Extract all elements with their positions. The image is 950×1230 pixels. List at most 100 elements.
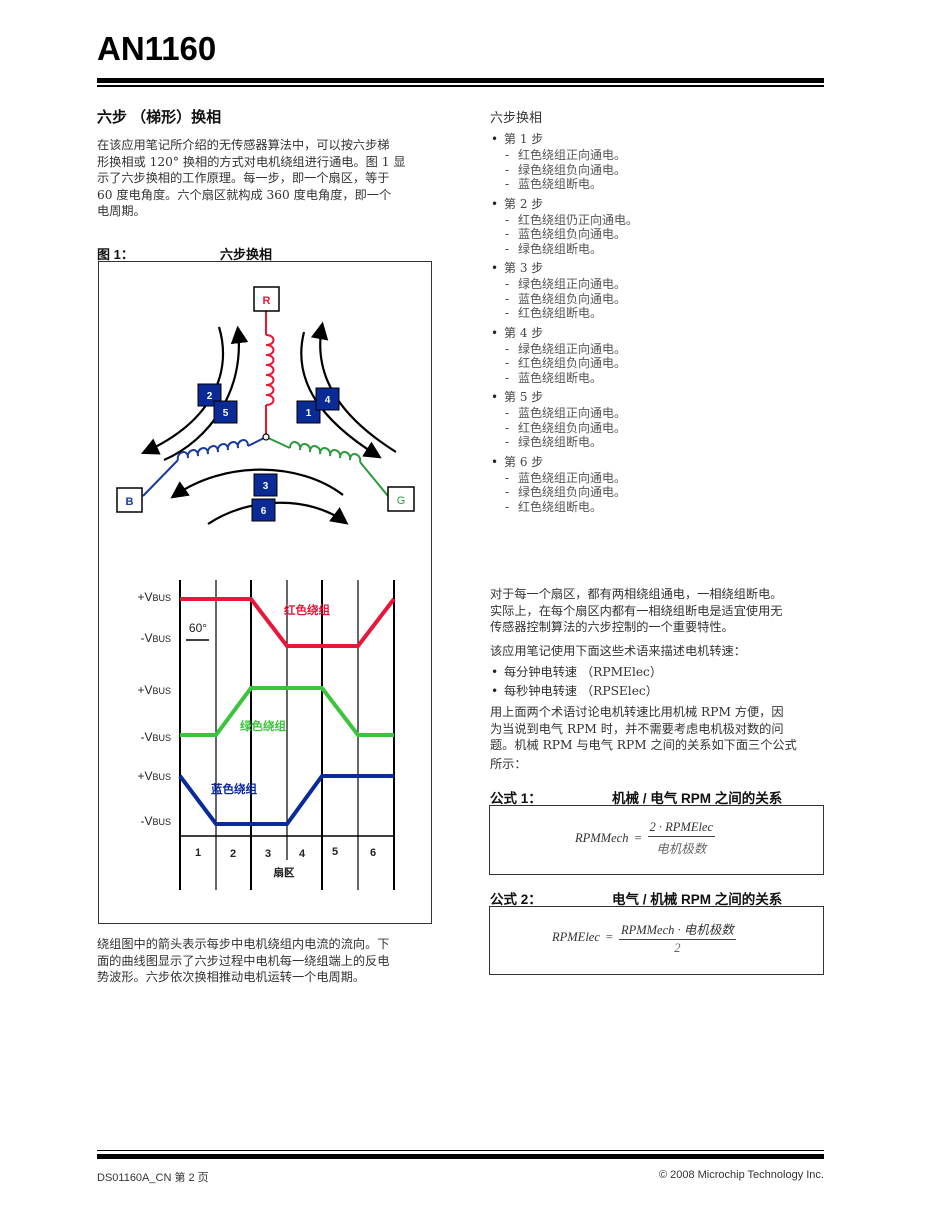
caption-line: 绕组图中的箭头表示每步中电机绕组内电流的流向。下: [97, 937, 390, 951]
svg-text:B: B: [126, 496, 134, 508]
step-item: 第 3 步 绿色绕组正向通电。 蓝色绕组负向通电。 红色绕组断电。: [490, 260, 830, 321]
steps-list-title: 六步换相: [490, 111, 543, 126]
step-item: 第 4 步 绿色绕组正向通电。 红色绕组负向通电。 蓝色绕组断电。: [490, 325, 830, 386]
figure-caption-paragraph: 绕组图中的箭头表示每步中电机绕组内电流的流向。下 面的曲线图显示了六步过程中电机…: [97, 936, 442, 986]
step-badge-3: 3: [253, 473, 278, 497]
equation-1-title: 机械 / 电气 RPM 之间的关系: [612, 791, 783, 806]
svg-text:60°: 60°: [189, 621, 207, 635]
step-detail: 红色绕组负向通电。: [504, 356, 830, 371]
step-detail: 红色绕组仍正向通电。: [504, 213, 830, 228]
equation-1-label: 公式 1：: [490, 791, 542, 806]
equation-lhs: RPMMech: [575, 831, 629, 845]
svg-text:4: 4: [299, 848, 306, 860]
step-item: 第 5 步 蓝色绕组正向通电。 红色绕组负向通电。 绿色绕组断电。: [490, 389, 830, 450]
red-winding: [265, 311, 275, 437]
winding-diagram: R B G 2 5 1 4 3 6: [116, 286, 415, 525]
step-detail: 红色绕组负向通电。: [504, 421, 830, 436]
step-detail: 蓝色绕组正向通电。: [504, 406, 830, 421]
step-badge-5: 5: [213, 400, 238, 424]
numerator: 2 · RPMElec: [647, 820, 716, 837]
fraction: RPMMech · 电机极数 2: [618, 919, 736, 956]
svg-text:+VBUS: +VBUS: [137, 590, 171, 604]
sector-labels: 1 2 3 4 5 6: [195, 846, 376, 860]
footer-rule-thin: [97, 1150, 824, 1151]
equals-sign: =: [605, 930, 613, 944]
para-line: 题。机械 RPM 与电气 RPM 之间的关系如下面三个公式: [490, 738, 797, 752]
term-item: 每秒钟电转速 （RPSElec）: [490, 683, 830, 700]
para-line: 传感器控制算法的六步控制的一个重要特性。: [490, 620, 734, 634]
footer-rule-thick: [97, 1154, 824, 1159]
step-detail: 绿色绕组正向通电。: [504, 277, 830, 292]
intro-line: 示了六步换相的工作原理。每一步，即一个扇区，等于: [97, 171, 390, 185]
green-winding-waveform: [180, 686, 394, 737]
svg-text:-VBUS: -VBUS: [140, 631, 171, 645]
equation-1: RPMMech = 2 · RPMElec 电机极数: [575, 820, 716, 857]
green-winding: [265, 436, 389, 497]
svg-text:6: 6: [370, 847, 376, 859]
terms-list: 每分钟电转速 （RPMElec） 每秒钟电转速 （RPSElec）: [490, 664, 830, 699]
step-badge-1: 1: [296, 400, 321, 424]
step-badge-6: 6: [251, 498, 276, 522]
intro-line: 60 度电角度。六个扇区就构成 360 度电角度，即一个: [97, 187, 392, 202]
para-line: 对于每一个扇区，都有两相绕组通电，一相绕组断电。: [490, 587, 783, 601]
numerator: RPMMech · 电机极数: [618, 919, 736, 940]
y-axis-labels: +VBUS -VBUS +VBUS -VBUS +VBUS -VBUS: [137, 590, 171, 828]
svg-text:+VBUS: +VBUS: [137, 683, 171, 697]
header-rule-thick: [97, 78, 824, 83]
equation-2: RPMElec = RPMMech · 电机极数 2: [552, 919, 736, 956]
svg-text:-VBUS: -VBUS: [140, 814, 171, 828]
svg-text:2: 2: [207, 391, 213, 402]
svg-text:-VBUS: -VBUS: [140, 730, 171, 744]
equals-sign: =: [634, 831, 642, 845]
denominator: 电机极数: [656, 842, 707, 856]
term-item: 每分钟电转速 （RPMElec）: [490, 664, 830, 681]
svg-text:2: 2: [230, 848, 236, 860]
blue-winding-waveform: [178, 774, 394, 826]
para-line: 实际上，在每个扇区内都有一相绕组断电是适宜使用无: [490, 603, 783, 618]
svg-text:G: G: [397, 495, 406, 507]
terminal-b: B: [116, 487, 143, 513]
svg-text:3: 3: [265, 848, 271, 860]
svg-text:1: 1: [195, 847, 201, 859]
svg-text:3: 3: [263, 481, 269, 492]
caption-line: 势波形。六步依次换相推动电机运转一个电周期。: [97, 970, 366, 984]
green-series-label: 绿色绕组: [240, 719, 286, 733]
svg-text:R: R: [263, 295, 271, 307]
intro-line: 形换相或 120° 换相的方式对电机绕组进行通电。图 1 显: [97, 154, 406, 169]
figure-title: 六步换相: [220, 247, 273, 262]
svg-text:4: 4: [325, 395, 331, 406]
equation-2-title: 电气 / 机械 RPM 之间的关系: [612, 892, 783, 907]
svg-text:+VBUS: +VBUS: [137, 769, 171, 783]
footer-copyright: © 2008 Microchip Technology Inc.: [658, 1169, 824, 1181]
step-detail: 红色绕组断电。: [504, 306, 830, 321]
step-detail: 绿色绕组负向通电。: [504, 163, 830, 178]
red-series-label: 红色绕组: [284, 603, 330, 617]
svg-text:5: 5: [223, 408, 229, 419]
step-detail: 绿色绕组正向通电。: [504, 342, 830, 357]
para-line: 为当说到电气 RPM 时，并不需要考虑电机极对数的问: [490, 721, 784, 736]
terminal-g: G: [387, 486, 415, 512]
step-detail: 蓝色绕组负向通电。: [504, 292, 830, 307]
equation-2-box: RPMElec = RPMMech · 电机极数 2: [489, 906, 824, 975]
step-detail: 红色绕组正向通电。: [504, 148, 830, 163]
intro-line: 在该应用笔记所介绍的无传感器算法中，可以按六步梯: [97, 138, 390, 152]
fraction: 2 · RPMElec 电机极数: [647, 820, 716, 857]
terms-intro: 该应用笔记使用下面这些术语来描述电机转速：: [490, 644, 746, 658]
denominator: 2: [674, 941, 681, 955]
terminal-r: R: [253, 286, 280, 312]
step-detail: 绿色绕组负向通电。: [504, 485, 830, 500]
red-winding-waveform: [180, 597, 396, 648]
equation-2-label: 公式 2：: [490, 892, 542, 907]
para-line: 用上面两个术语讨论电机转速比用机械 RPM 方便，因: [490, 705, 784, 719]
x-axis-title: 扇区: [274, 866, 295, 879]
step-detail: 蓝色绕组断电。: [504, 371, 830, 386]
blue-series-label: 蓝色绕组: [211, 782, 257, 796]
svg-text:1: 1: [306, 408, 312, 419]
para-line: 所示：: [490, 756, 527, 771]
figure-label: 图 1：: [97, 247, 134, 262]
header-rule-thin: [97, 85, 824, 87]
step-detail: 蓝色绕组断电。: [504, 177, 830, 192]
steps-list: 第 1 步 红色绕组正向通电。 绿色绕组负向通电。 蓝色绕组断电。 第 2 步 …: [490, 131, 830, 514]
step-badge-4: 4: [315, 387, 340, 411]
figure-frame: [98, 261, 432, 924]
